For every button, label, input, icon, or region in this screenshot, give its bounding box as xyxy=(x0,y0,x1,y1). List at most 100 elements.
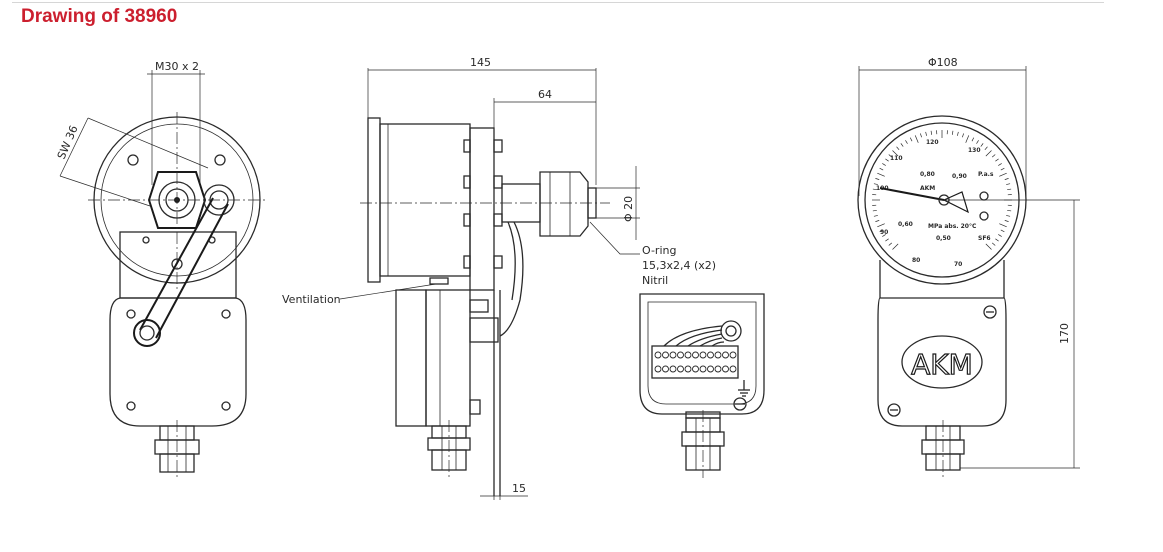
oring-material-label: Nitril xyxy=(642,274,668,287)
dial-tick xyxy=(877,223,885,228)
page-title: Drawing of 38960 xyxy=(21,6,178,27)
dial-tick xyxy=(892,243,899,250)
top-rule xyxy=(12,2,1104,3)
oring-label: O-ring xyxy=(642,244,676,257)
dial-scale-090: 0,90 xyxy=(952,173,967,180)
dial-tick xyxy=(1006,183,1011,185)
dial-tick xyxy=(879,167,884,171)
dial-tick xyxy=(1007,209,1012,212)
dial-tick xyxy=(971,137,975,142)
dial-tick xyxy=(882,163,886,166)
dial-tick xyxy=(872,188,877,191)
terminal-screw xyxy=(729,351,737,359)
dial-tick xyxy=(920,133,922,138)
terminal-screw xyxy=(707,365,714,373)
dial-tick xyxy=(976,140,979,144)
terminal-screw xyxy=(654,351,662,359)
dial-scale-060: 0,60 xyxy=(898,221,913,228)
ventilation-label: Ventilation xyxy=(282,293,341,306)
dial-scale-120: 120 xyxy=(926,139,939,146)
dial-tick xyxy=(962,133,964,138)
terminal-screw xyxy=(707,351,714,359)
fitting-diameter-dimension: Φ 20 xyxy=(622,196,635,222)
dial-tick xyxy=(896,146,900,151)
terminal-screw xyxy=(669,351,677,359)
dial-scale-050: 0,50 xyxy=(936,235,951,242)
oring-size-label: 15,3x2,4 (x2) xyxy=(642,259,716,272)
dial-tick xyxy=(905,140,908,144)
dial-scale-90: 90 xyxy=(880,229,888,236)
terminal-screw xyxy=(722,365,729,373)
terminal-screw xyxy=(722,351,729,359)
dial-tick xyxy=(985,243,992,250)
dial-tick xyxy=(909,137,913,142)
dial-tick xyxy=(999,223,1007,228)
terminal-screw xyxy=(714,365,722,373)
dial-tick xyxy=(984,146,988,151)
dial-tick xyxy=(980,143,984,147)
view-front: Φ108 170 120 130 110 100 90 80 70 0,80 0… xyxy=(857,56,1080,478)
dial-tick xyxy=(965,135,970,143)
terminal-screw xyxy=(677,365,684,373)
terminal-screw xyxy=(684,365,692,373)
wrench-dimension: SW 36 xyxy=(55,124,81,162)
dial-tick xyxy=(957,131,959,136)
dial-tick xyxy=(991,242,996,246)
terminal-screw xyxy=(714,351,722,359)
dial-tick xyxy=(999,172,1007,177)
dial-tick xyxy=(888,242,893,246)
dial-tick xyxy=(1004,220,1009,222)
fitting-length-dimension: 64 xyxy=(538,88,552,101)
view-side: 145 64 Φ 20 xyxy=(282,56,716,500)
dial-tick xyxy=(885,238,889,242)
dial-tick xyxy=(892,150,899,157)
width-dimension: 145 xyxy=(470,56,491,69)
dial-tick xyxy=(1004,178,1009,180)
terminal-screw xyxy=(729,365,737,373)
terminal-screw xyxy=(699,365,707,373)
view-left: M30 x 2 SW 36 xyxy=(55,60,268,478)
dial-tick xyxy=(888,154,893,158)
terminal-screw xyxy=(684,351,692,359)
dial-tick xyxy=(873,215,878,217)
terminal-screw xyxy=(699,351,707,359)
terminal-screw xyxy=(692,351,699,359)
dial-tick xyxy=(900,143,904,147)
dial-tick xyxy=(930,130,933,135)
height-dimension: 170 xyxy=(1058,323,1071,344)
dial-scale-080: 0,80 xyxy=(920,171,935,178)
dial-tick xyxy=(885,158,889,162)
dial-scale-130: 130 xyxy=(968,147,981,154)
dial-tick xyxy=(877,172,885,177)
dial-scale-70: 70 xyxy=(954,261,962,268)
dial-tick xyxy=(882,234,886,237)
dial-tick xyxy=(925,131,927,136)
dial-tick xyxy=(1006,215,1011,217)
akm-logo: AKM xyxy=(911,348,973,381)
dial-tick xyxy=(879,229,884,233)
dial-gas: SF6 xyxy=(978,235,991,242)
terminal-screw xyxy=(692,365,699,373)
dial-tick xyxy=(998,163,1002,166)
dial-tick xyxy=(872,209,877,212)
dial-tick xyxy=(1000,229,1005,233)
terminal-screw xyxy=(677,351,684,359)
view-terminal xyxy=(639,293,765,478)
dial-diameter-dimension: Φ108 xyxy=(928,56,958,69)
dial-tick xyxy=(875,220,880,222)
dial-tick xyxy=(1007,188,1012,191)
dial-tick xyxy=(875,178,880,180)
dial-tick xyxy=(995,238,999,242)
dial-tick xyxy=(991,154,996,158)
terminal-screw xyxy=(662,351,669,359)
dial-tick xyxy=(914,135,919,143)
dial-brand: AKM xyxy=(920,185,935,192)
dial-tick xyxy=(873,183,878,185)
dial-scale-110: 110 xyxy=(890,155,903,162)
thread-dimension: M30 x 2 xyxy=(155,60,199,73)
dial-scale-80: 80 xyxy=(912,257,920,264)
dial-tick xyxy=(951,130,954,135)
dial-tick xyxy=(985,150,992,157)
terminal-screw xyxy=(669,365,677,373)
dial-unit: P.a.s xyxy=(978,171,994,178)
